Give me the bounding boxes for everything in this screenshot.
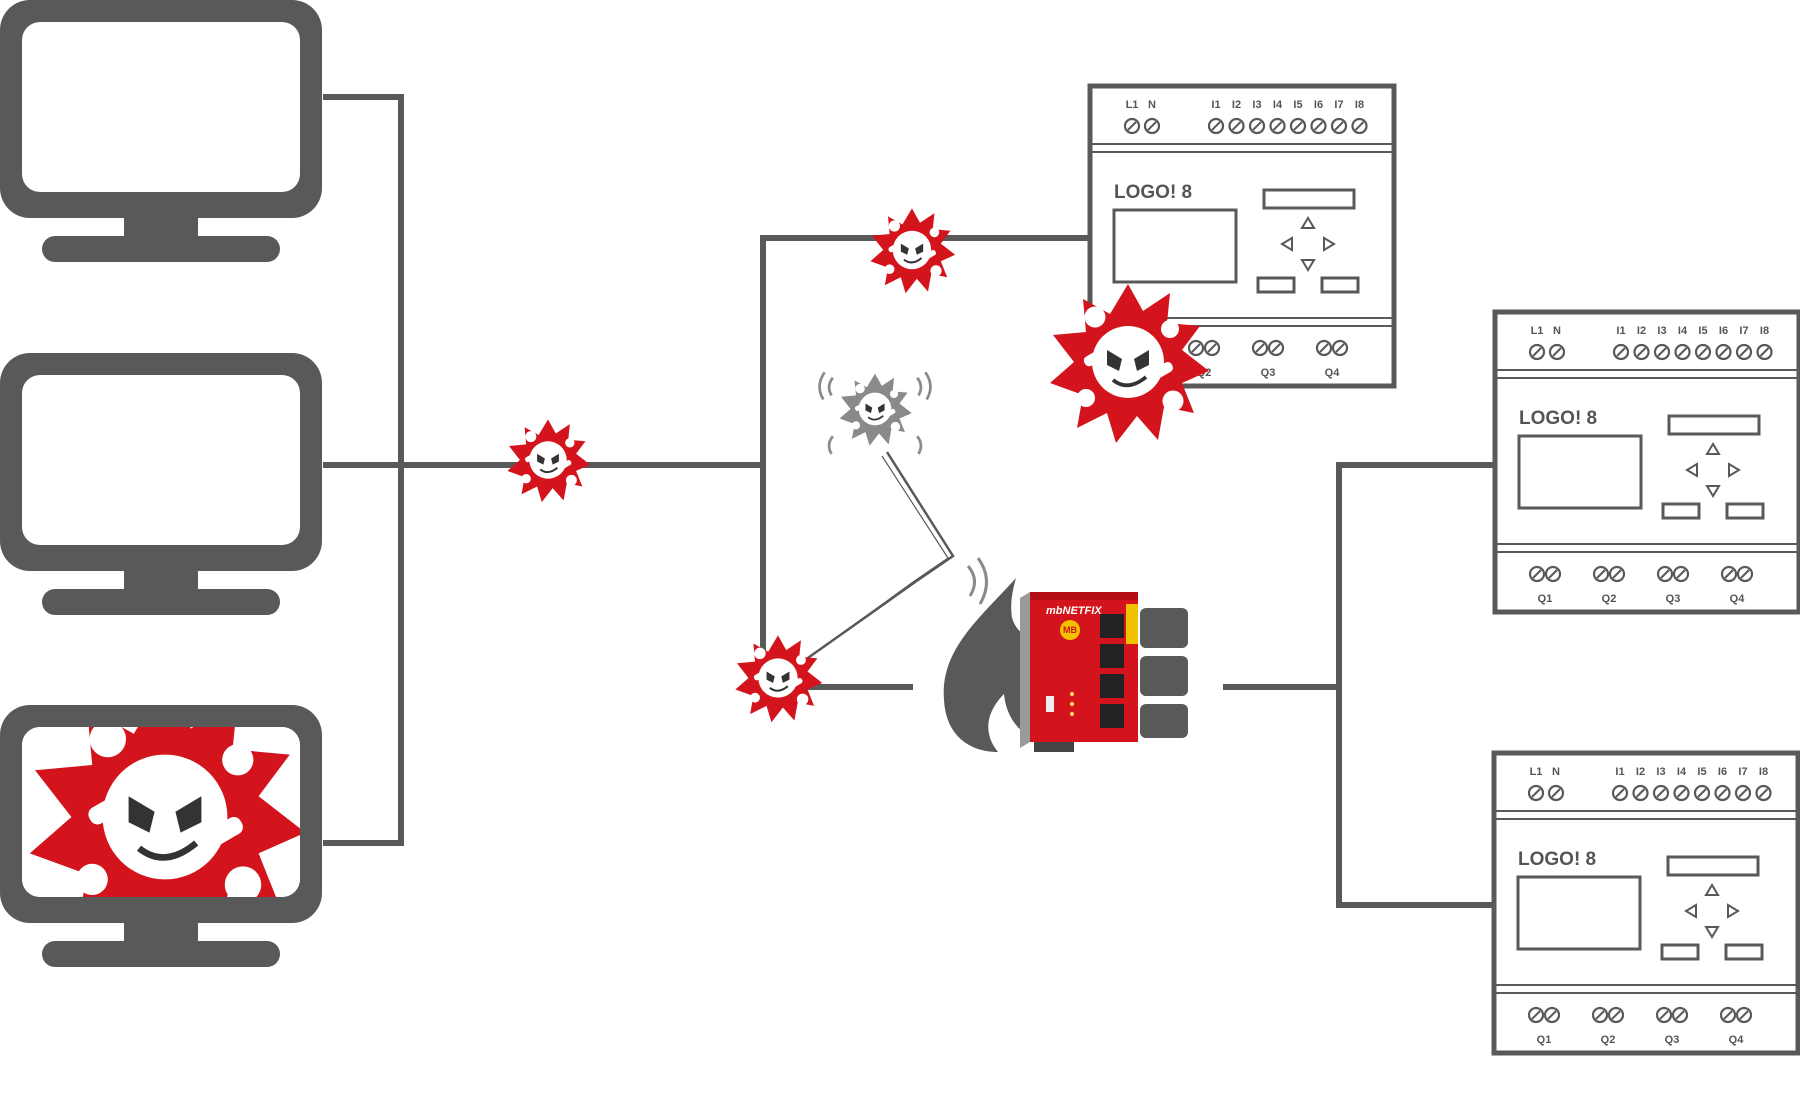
plc-display <box>1112 208 1238 284</box>
terminal-label: L1 <box>1530 766 1543 778</box>
arrow-down-icon <box>1300 259 1316 272</box>
terminal-label: I6 <box>1718 766 1727 778</box>
workstation-1 <box>0 0 322 262</box>
router-badge <box>1060 620 1080 640</box>
workstation-3-infected <box>0 705 322 967</box>
terminal-label: I2 <box>1232 99 1241 111</box>
plc-button-esc <box>1256 276 1296 294</box>
arrow-up-icon <box>1705 442 1721 455</box>
terminal-label: Q2 <box>1601 1034 1616 1046</box>
virus-top-line <box>869 207 957 295</box>
terminal-label: I7 <box>1738 766 1747 778</box>
terminal-label: L1 <box>1126 99 1139 111</box>
terminal-label: I2 <box>1637 325 1646 337</box>
arrow-right-icon <box>1323 236 1336 252</box>
arrow-down-icon <box>1705 485 1721 498</box>
terminal-label: I5 <box>1293 99 1302 111</box>
terminal-label: I2 <box>1636 766 1645 778</box>
virus-icon <box>506 418 592 504</box>
terminal-label: N <box>1552 766 1560 778</box>
terminal-label: Q4 <box>1730 593 1746 605</box>
virus-icon <box>869 207 957 295</box>
terminal-label: I3 <box>1252 99 1261 111</box>
terminal-label: I1 <box>1615 766 1624 778</box>
virus-icon <box>22 727 300 897</box>
arrow-down-icon <box>1704 926 1720 939</box>
arrow-left-icon <box>1685 462 1698 478</box>
terminal-label: Q1 <box>1538 593 1553 605</box>
router-badge-label: MB <box>1063 625 1077 635</box>
arrow-right-icon <box>1727 903 1740 919</box>
terminal-label: I5 <box>1697 766 1706 778</box>
security-router: mbNETFIX MB <box>1020 592 1138 752</box>
terminal-label: I4 <box>1677 766 1687 778</box>
terminal-label: I6 <box>1719 325 1728 337</box>
terminal-label: Q4 <box>1325 367 1341 379</box>
terminal-label: Q1 <box>1537 1034 1552 1046</box>
arrow-left-icon <box>1280 236 1293 252</box>
terminal-label: I1 <box>1616 325 1625 337</box>
virus-bottom-line <box>734 634 824 724</box>
virus-wireless <box>818 371 932 455</box>
terminal-label: I8 <box>1759 766 1768 778</box>
terminal-label: I4 <box>1678 325 1688 337</box>
terminal-label: I7 <box>1334 99 1343 111</box>
plc-title: LOGO! 8 <box>1518 849 1596 870</box>
terminal-label: I5 <box>1698 325 1707 337</box>
plc-display <box>1517 434 1643 510</box>
terminal-label: I8 <box>1355 99 1364 111</box>
arrow-up-icon <box>1704 883 1720 896</box>
plc-button-ok <box>1724 943 1764 961</box>
terminal-label: I3 <box>1656 766 1665 778</box>
cable-monitor-1 <box>323 94 404 465</box>
virus-backbone <box>506 418 592 504</box>
cable-monitor-3 <box>323 465 404 846</box>
workstation-2 <box>0 353 322 615</box>
plc-button-ok <box>1725 502 1765 520</box>
monitor-icon <box>0 0 322 262</box>
terminal-label: Q3 <box>1665 1034 1680 1046</box>
wireless-signal-icon <box>966 557 988 605</box>
router-brand: mbNETFIX <box>1046 605 1102 617</box>
virus-icon <box>734 634 824 724</box>
terminal-label: Q3 <box>1261 367 1276 379</box>
plc-title: LOGO! 8 <box>1519 408 1597 429</box>
terminal-label: N <box>1148 99 1156 111</box>
terminal-label: I7 <box>1739 325 1748 337</box>
arrow-left-icon <box>1684 903 1697 919</box>
router-device-icon <box>1020 592 1138 752</box>
terminal-label: I1 <box>1211 99 1220 111</box>
wireless-link <box>799 451 955 665</box>
plc-title: LOGO! 8 <box>1114 182 1192 203</box>
terminal-label: N <box>1553 325 1561 337</box>
arrow-up-icon <box>1300 216 1316 229</box>
terminal-label: L1 <box>1531 325 1544 337</box>
plc-button-esc <box>1660 943 1700 961</box>
plc-button-esc <box>1661 502 1701 520</box>
terminal-label: I3 <box>1657 325 1666 337</box>
wireless-virus-icon <box>838 372 913 447</box>
monitor-icon <box>0 353 322 615</box>
terminal-label: I6 <box>1314 99 1323 111</box>
cable-to-plc-right-a <box>1336 462 1497 908</box>
plc-button-ok <box>1320 276 1360 294</box>
plc-display <box>1516 875 1642 951</box>
terminal-label: Q4 <box>1729 1034 1745 1046</box>
terminal-label: Q2 <box>1602 593 1617 605</box>
terminal-label: Q3 <box>1666 593 1681 605</box>
arrow-right-icon <box>1728 462 1741 478</box>
terminal-label: I4 <box>1273 99 1283 111</box>
terminal-label: I8 <box>1760 325 1769 337</box>
